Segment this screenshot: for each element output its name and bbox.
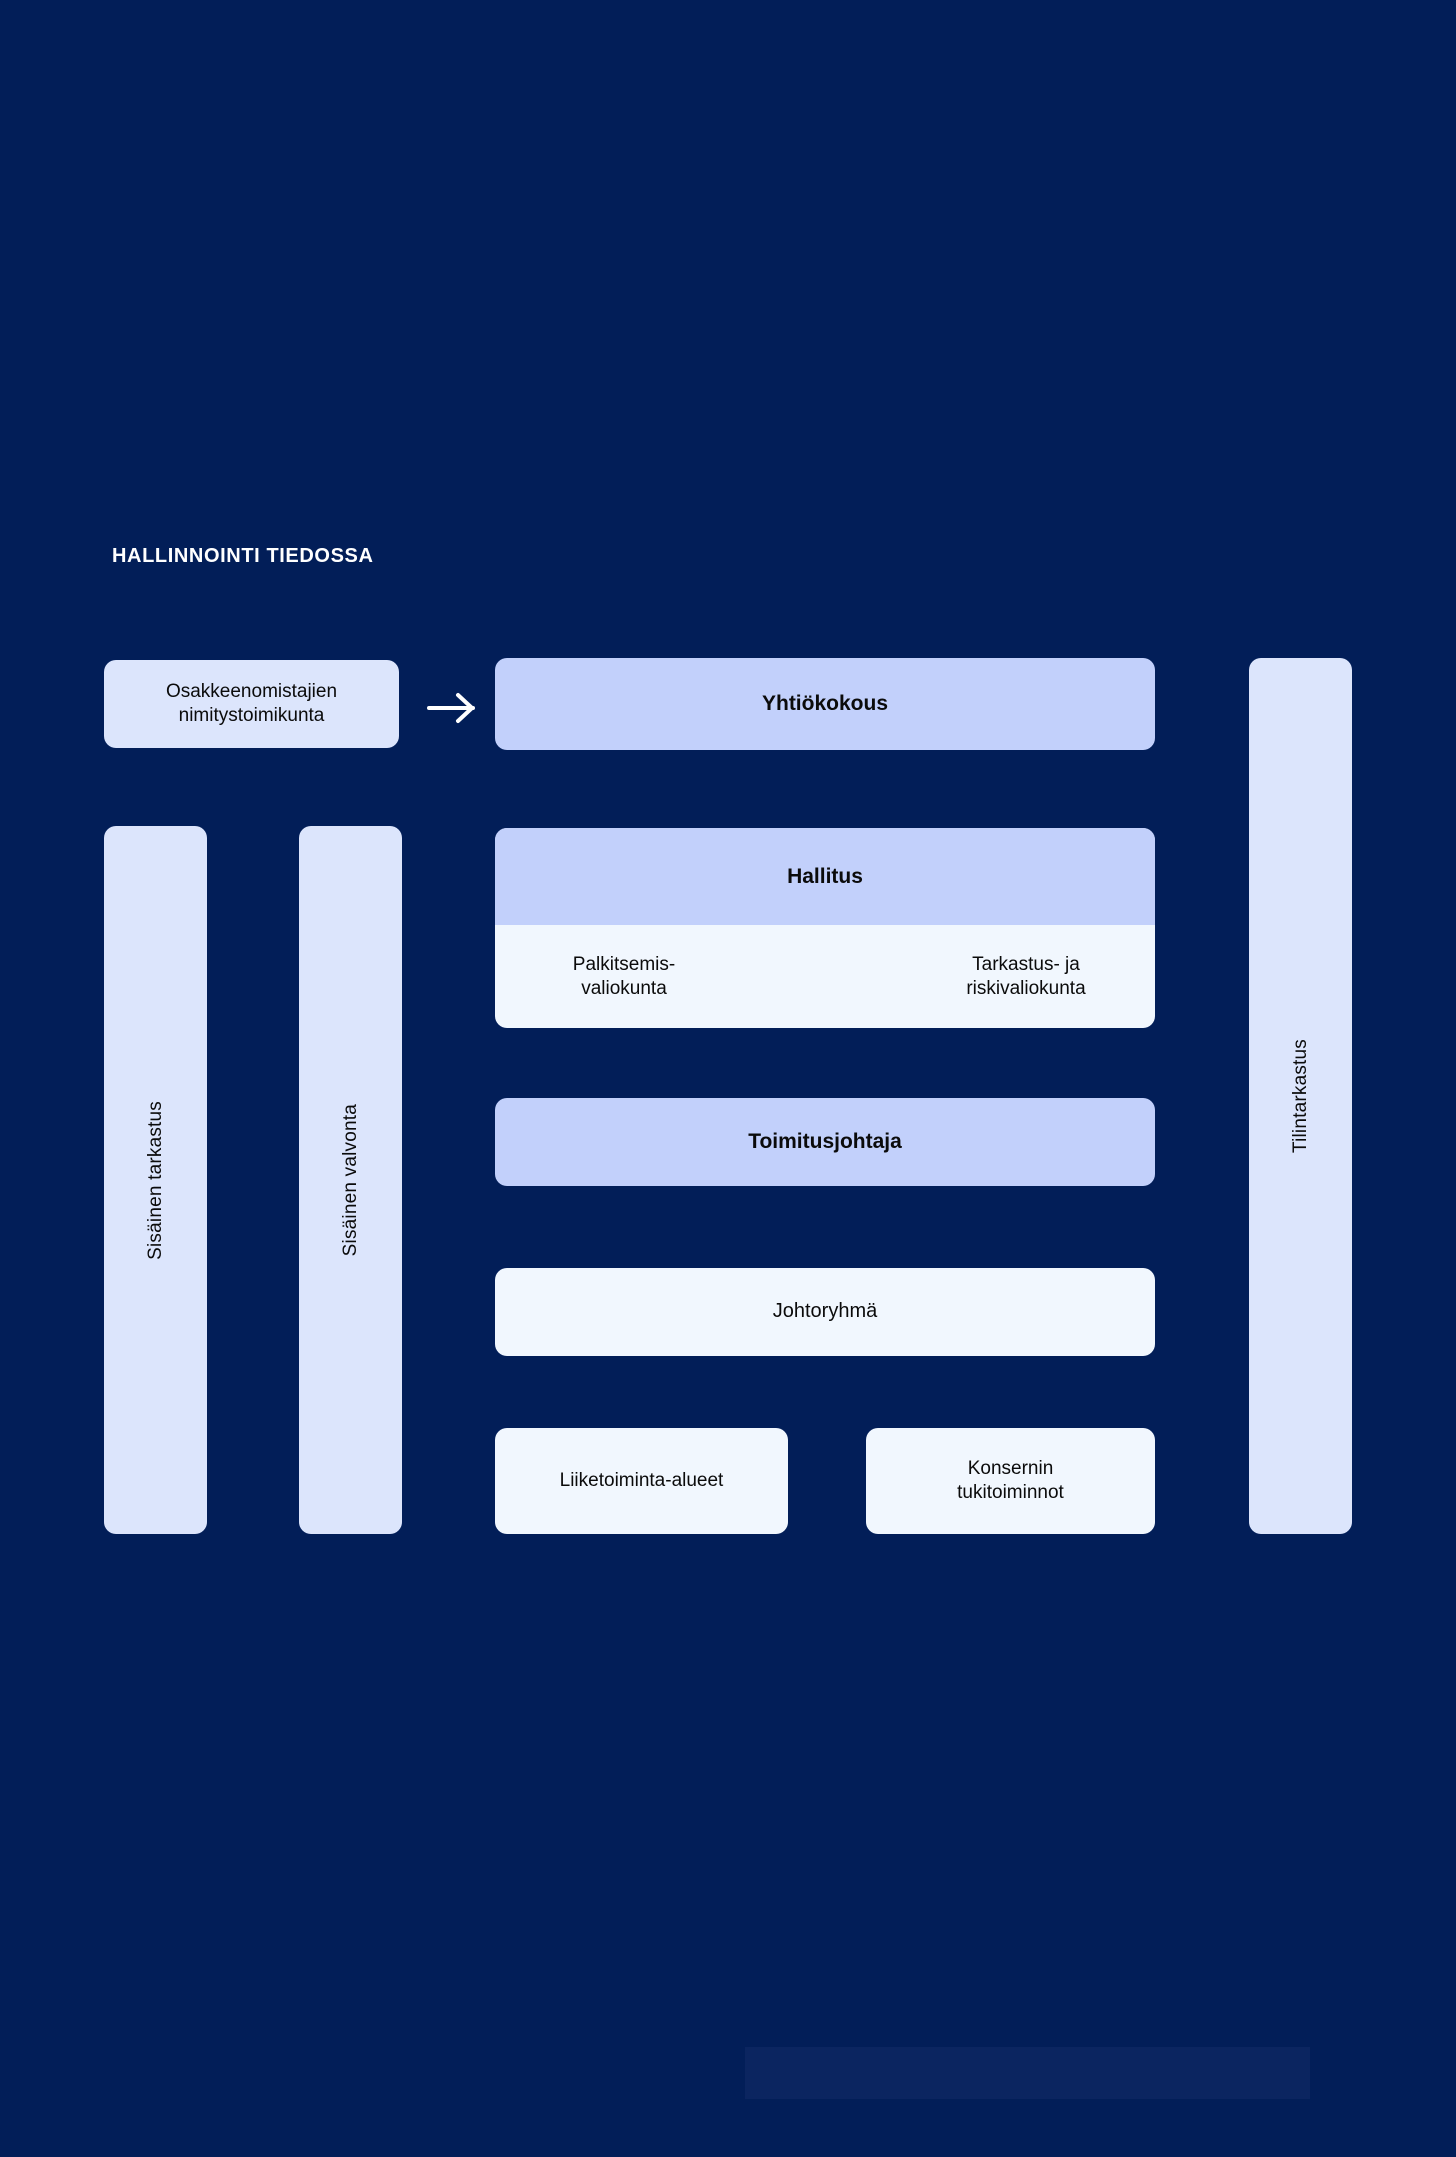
internal-control-column: Sisäinen valvonta bbox=[299, 826, 402, 1534]
internal-control-label: Sisäinen valvonta bbox=[339, 1103, 361, 1257]
nomination-board-label-line2: nimitystoimikunta bbox=[178, 705, 325, 726]
committees-row: Palkitsemis- valiokunta Tarkastus- ja ri… bbox=[495, 925, 1155, 1028]
external-audit-column: Tilintarkastus bbox=[1249, 658, 1352, 1534]
arrow-right-icon bbox=[425, 688, 481, 728]
committee-remuneration-line1: Palkitsemis- bbox=[572, 953, 676, 975]
ceo-box: Toimitusjohtaja bbox=[495, 1098, 1155, 1186]
board-label: Hallitus bbox=[787, 864, 863, 888]
agm-box: Yhtiökokous bbox=[495, 658, 1155, 750]
management-team-label: Johtoryhmä bbox=[772, 1300, 878, 1323]
bottom-band bbox=[745, 2047, 1310, 2099]
committee-audit-risk-line2: riskivaliokunta bbox=[966, 977, 1086, 999]
group-support-label: Konsernin tukitoiminnot bbox=[957, 1457, 1064, 1505]
committee-remuneration-line2: valiokunta bbox=[581, 977, 667, 999]
business-areas-label: Liiketoiminta-alueet bbox=[559, 1470, 724, 1492]
external-audit-label: Tilintarkastus bbox=[1289, 1038, 1311, 1154]
business-areas-box: Liiketoiminta-alueet bbox=[495, 1428, 788, 1534]
nomination-board-box: Osakkeenomistajien nimitystoimikunta bbox=[104, 660, 399, 748]
group-support-box: Konsernin tukitoiminnot bbox=[866, 1428, 1155, 1534]
board-group: Hallitus Palkitsemis- valiokunta Tarkast… bbox=[495, 828, 1155, 1028]
nomination-board-label-line1: Osakkeenomistajien bbox=[165, 681, 338, 703]
committee-audit-risk: Tarkastus- ja riskivaliokunta bbox=[825, 953, 1155, 1001]
nomination-board-label: Osakkeenomistajien nimitystoimikunta bbox=[166, 680, 337, 728]
management-team-box: Johtoryhmä bbox=[495, 1268, 1155, 1356]
group-support-label-line2: tukitoiminnot bbox=[957, 1482, 1064, 1503]
page-title: HALLINNOINTI TIEDOSSA bbox=[112, 545, 374, 567]
internal-audit-label: Sisäinen tarkastus bbox=[144, 1100, 166, 1260]
agm-label: Yhtiökokous bbox=[761, 691, 888, 715]
internal-audit-column: Sisäinen tarkastus bbox=[104, 826, 207, 1534]
ceo-label: Toimitusjohtaja bbox=[748, 1129, 902, 1153]
board-header: Hallitus bbox=[495, 828, 1155, 925]
committee-remuneration: Palkitsemis- valiokunta bbox=[495, 953, 825, 1001]
committee-audit-risk-line1: Tarkastus- ja bbox=[972, 953, 1080, 975]
group-support-label-line1: Konsernin bbox=[967, 1458, 1054, 1480]
